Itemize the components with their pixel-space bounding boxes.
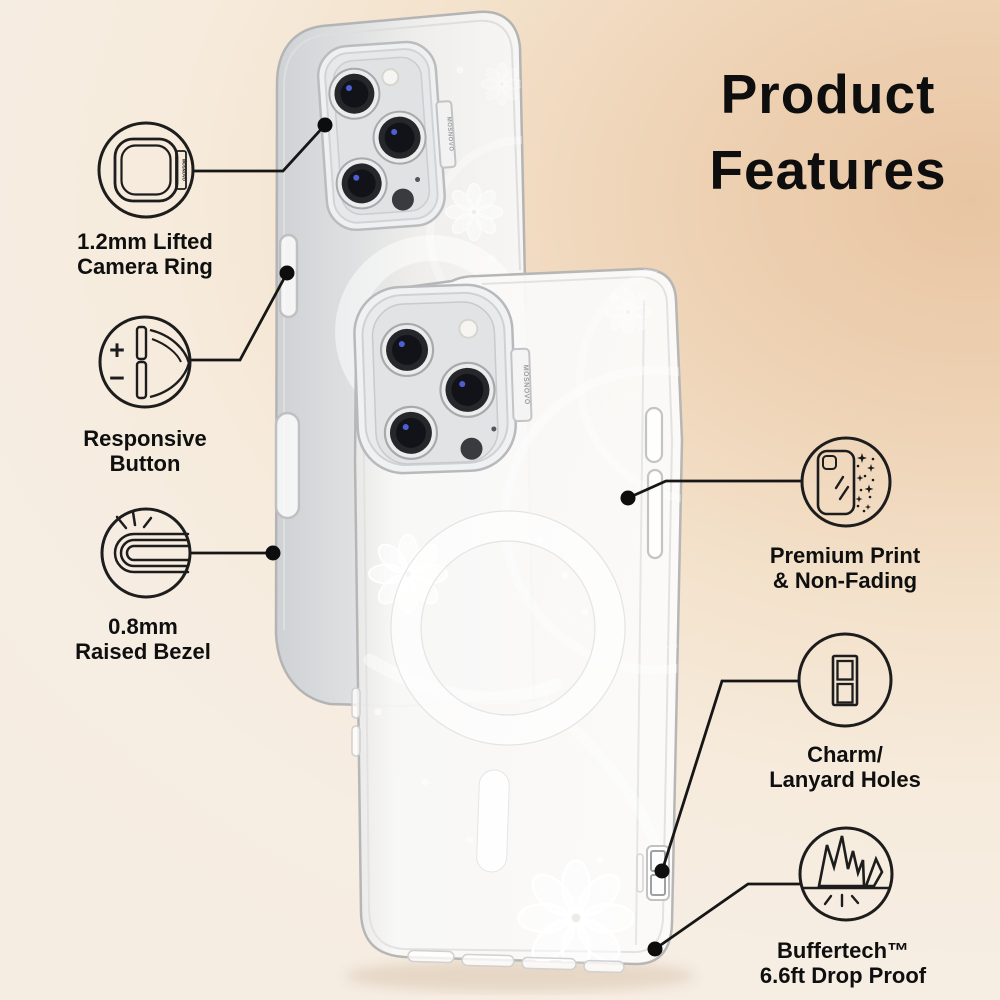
camera-lens xyxy=(335,157,388,210)
raised-bezel-icon xyxy=(100,507,192,599)
side-face-crease xyxy=(635,299,645,946)
side-button-left xyxy=(351,725,361,757)
feature-label-line: & Non-Fading xyxy=(772,568,918,593)
feature-label-line: Camera Ring xyxy=(77,254,213,279)
leader-dots xyxy=(265,117,670,957)
feature-label-raised-bezel: 0.8mm Raised Bezel xyxy=(75,614,211,664)
page-title-line1: Product xyxy=(720,63,936,125)
feature-label-line: 6.6ft Drop Proof xyxy=(759,963,927,988)
page-title: Product Features xyxy=(660,56,996,208)
feature-label-charm-lanyard-holes: Charm/ Lanyard Holes xyxy=(769,742,921,792)
camera-flash xyxy=(381,68,400,87)
feature-label-line: Buffertech™ xyxy=(776,938,910,963)
leader-lines xyxy=(190,124,802,951)
camera-ring-icon: MOSNOVO xyxy=(97,121,195,219)
front-camera-module: MOSNOVO xyxy=(353,283,533,475)
leader-premium-print xyxy=(627,479,802,500)
feature-label-line: Responsive xyxy=(83,426,207,451)
feature-label-buffertech-drop-proof: Buffertech™ 6.6ft Drop Proof xyxy=(760,938,926,988)
feature-label-responsive-button: Responsive Button xyxy=(83,426,207,476)
drop-proof-icon xyxy=(798,826,894,922)
lidar-sensor xyxy=(391,188,414,211)
brand-text: MOSNOVO xyxy=(182,159,187,182)
leader-camera-ring xyxy=(193,124,327,173)
side-button-left xyxy=(351,687,361,719)
feature-label-premium-print: Premium Print & Non-Fading xyxy=(770,543,920,593)
camera-flash xyxy=(458,318,479,339)
phone-rear-inner-rim xyxy=(283,19,521,630)
side-button-power xyxy=(644,406,664,464)
brand-tab xyxy=(510,347,533,423)
camera-lens xyxy=(383,405,439,460)
leader-lanyard-holes xyxy=(660,679,799,872)
minus-label: − xyxy=(109,363,125,393)
rear-camera-module: MOSNOVO xyxy=(316,40,457,232)
charm-lanyard-holes-icon xyxy=(797,632,893,728)
bottom-edge-cutouts xyxy=(407,949,625,974)
camera-mic-dot xyxy=(415,177,421,183)
camera-lens xyxy=(372,110,427,165)
plus-label: + xyxy=(109,335,125,365)
page-title-line2: Features xyxy=(709,139,947,201)
premium-print-icon xyxy=(800,436,892,528)
feature-label-line: Raised Bezel xyxy=(75,639,211,664)
brand-tab xyxy=(435,100,457,169)
feature-label-line: 0.8mm xyxy=(108,614,178,639)
brand-text: MOSNOVO xyxy=(522,365,530,405)
responsive-button-icon: + − xyxy=(98,315,192,409)
camera-lens xyxy=(439,361,496,418)
leader-responsive-button xyxy=(190,272,289,362)
phone-case-front: MOSNOVO xyxy=(351,267,684,974)
feature-label-lifted-camera-ring: 1.2mm Lifted Camera Ring xyxy=(77,229,213,279)
side-button-volume xyxy=(646,468,664,560)
feature-label-line: Button xyxy=(109,451,181,476)
feature-label-line: 1.2mm Lifted xyxy=(77,229,213,254)
camera-mic-dot xyxy=(491,426,497,432)
camera-lens xyxy=(379,322,435,378)
feature-label-line: Premium Print xyxy=(769,543,921,568)
leader-drop-proof xyxy=(654,882,800,951)
feature-label-line: Charm/ xyxy=(807,742,883,767)
brand-text: MOSNOVO xyxy=(445,117,453,152)
magsafe-ring xyxy=(390,510,626,873)
magsafe-alignment-bar xyxy=(476,769,510,873)
feature-label-line: Lanyard Holes xyxy=(769,767,921,792)
lidar-sensor xyxy=(460,437,483,460)
camera-lens xyxy=(328,67,381,120)
side-button-volume xyxy=(274,411,301,520)
sparkle-stars xyxy=(855,453,875,513)
